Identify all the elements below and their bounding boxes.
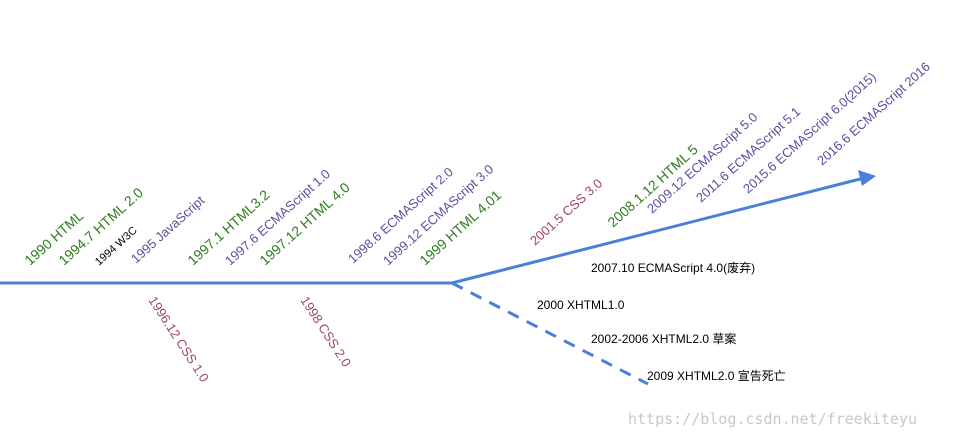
arrowhead-icon (858, 170, 876, 186)
xhtml-branch-dashed-line (451, 281, 649, 386)
label-2000-xhtml1: 2000 XHTML1.0 (537, 298, 625, 312)
label-1998-css2: 1998 CSS 2.0 (297, 293, 354, 369)
label-2007-ecmascript4: 2007.10 ECMAScript 4.0(废弃) (591, 260, 755, 275)
label-2002-xhtml2-draft: 2002-2006 XHTML2.0 草案 (591, 331, 736, 346)
watermark-text: https://blog.csdn.net/freekiteyu (628, 410, 917, 428)
html5-branch-arrow (451, 175, 869, 285)
label-1996-css1: 1996.12 CSS 1.0 (145, 293, 212, 384)
label-2009-xhtml2-dead: 2009 XHTML2.0 宣告死亡 (647, 368, 786, 383)
label-2001-css3: 2001.5 CSS 3.0 (527, 176, 605, 249)
